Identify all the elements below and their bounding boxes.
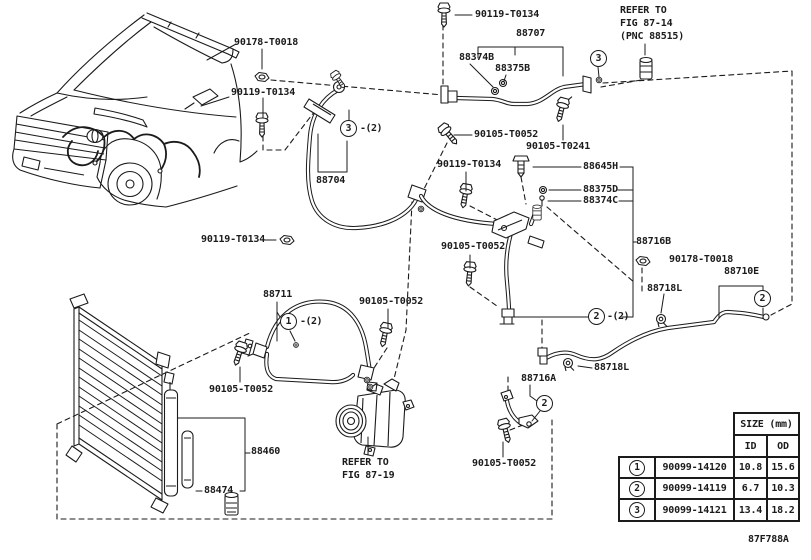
- part-label[interactable]: 88716B: [636, 236, 671, 247]
- nut-icon: [279, 234, 295, 246]
- junction-and-liquid-line: [491, 204, 545, 325]
- callout-circle: 3: [340, 120, 357, 137]
- callout-circle: 3: [629, 502, 645, 518]
- size-table-col-id: ID: [733, 434, 768, 458]
- drier-88474: [181, 430, 239, 516]
- pipe-88716A: [500, 389, 539, 429]
- size-table-row-part[interactable]: 90099-14119: [654, 477, 735, 500]
- part-label[interactable]: 88710E: [724, 266, 759, 277]
- part-label[interactable]: 88460: [251, 446, 281, 457]
- part-label[interactable]: 88374C: [583, 195, 618, 206]
- pipe-88707: [440, 75, 592, 107]
- pipe-clamp-icon: [562, 357, 575, 372]
- o-ring-icon: [498, 78, 508, 88]
- size-table-row-id: 13.4: [733, 498, 768, 522]
- o-ring-icon: [490, 86, 500, 96]
- part-label[interactable]: 90178-T0018: [669, 254, 734, 265]
- o-ring-icon: [293, 342, 299, 348]
- pin-88374C-icon: [539, 195, 545, 207]
- size-table-col-od: OD: [766, 434, 800, 458]
- bolt-icon: [456, 182, 474, 210]
- callout-circle: 2: [536, 395, 553, 412]
- part-label[interactable]: 90119-T0134: [201, 234, 266, 245]
- size-table-title: SIZE (mm): [733, 412, 800, 436]
- bolt-icon: [551, 96, 571, 124]
- callout-circle: 2: [754, 290, 771, 307]
- size-table-row-id: 6.7: [733, 477, 768, 500]
- pipe-clamp-icon: [655, 313, 668, 328]
- size-table-row-id: 10.8: [733, 456, 768, 479]
- callout-suffix: -(2): [607, 311, 630, 322]
- callout-circle: 2: [588, 308, 605, 325]
- part-label[interactable]: 88716A: [521, 373, 556, 384]
- figure-code: 87F788A: [748, 534, 789, 545]
- part-label[interactable]: 90178-T0018: [234, 37, 299, 48]
- callout-circle: 1: [629, 459, 645, 476]
- callout-circle: 1: [280, 313, 297, 330]
- part-label[interactable]: 90119-T0134: [475, 9, 540, 20]
- bolt-icon: [437, 2, 451, 28]
- size-table-row-num[interactable]: 1: [618, 456, 656, 479]
- size-table-row-od: 18.2: [766, 498, 800, 522]
- size-table-row-num[interactable]: 2: [618, 477, 656, 500]
- bolt-icon: [375, 321, 394, 349]
- condenser-88460: [65, 293, 179, 514]
- part-label[interactable]: 90105-T0052: [441, 241, 506, 252]
- pressure-switch-icon: [512, 155, 530, 178]
- nut-icon: [254, 71, 270, 83]
- part-label[interactable]: 88375B: [495, 63, 530, 74]
- size-table-row-od: 10.3: [766, 477, 800, 500]
- part-label[interactable]: 90119-T0134: [231, 87, 296, 98]
- part-label[interactable]: 88474: [204, 485, 234, 496]
- part-label[interactable]: 88375D: [583, 184, 618, 195]
- hose-88711: [241, 299, 375, 385]
- bolt-icon: [255, 112, 269, 138]
- o-ring-icon: [417, 205, 425, 213]
- part-label[interactable]: 88374B: [459, 52, 494, 63]
- part-label[interactable]: 90105-T0052: [472, 458, 537, 469]
- part-label[interactable]: 88711: [263, 289, 293, 300]
- dashed-reference-lines: [56, 24, 793, 520]
- o-ring-icon: [363, 376, 371, 384]
- part-label[interactable]: 88707: [516, 28, 546, 39]
- compressor: [335, 378, 415, 457]
- size-table-row-od: 15.6: [766, 456, 800, 479]
- part-label[interactable]: 90105-T0052: [474, 129, 539, 140]
- part-label[interactable]: 90105-T0052: [359, 296, 424, 307]
- part-label[interactable]: 90105-T0241: [526, 141, 591, 152]
- part-label[interactable]: 88718L: [647, 283, 682, 294]
- charge-valve-icon: [532, 204, 542, 221]
- refer-note-fig87-14: REFER TO FIG 87-14 (PNC 88515): [620, 5, 685, 42]
- charge-valve-icon: [639, 56, 653, 80]
- size-table-row-part[interactable]: 90099-14120: [654, 456, 735, 479]
- part-label[interactable]: 90119-T0134: [437, 159, 502, 170]
- part-label[interactable]: 90105-T0052: [209, 384, 274, 395]
- refer-note-fig87-19: REFER TO FIG 87-19: [342, 457, 395, 481]
- leader-lines: [177, 14, 764, 492]
- callout-circle: 3: [590, 50, 607, 67]
- callout-suffix: -(2): [300, 316, 323, 327]
- hose-88704: [303, 80, 427, 231]
- o-ring-icon: [538, 185, 548, 195]
- nut-icon: [635, 255, 651, 267]
- pipe-88704-to-junction: [418, 193, 500, 227]
- pipe-88716B-88710E: [537, 309, 770, 365]
- vehicle-sketch: [12, 12, 258, 208]
- part-label[interactable]: 88645H: [583, 161, 618, 172]
- bolt-icon: [461, 260, 478, 288]
- o-ring-icon: [366, 383, 374, 391]
- hardware: [229, 2, 668, 445]
- part-label[interactable]: 88704: [316, 175, 346, 186]
- size-table-row-part[interactable]: 90099-14121: [654, 498, 735, 522]
- bolt-icon: [496, 417, 516, 445]
- o-ring-icon: [595, 76, 603, 84]
- callout-suffix: -(2): [360, 123, 383, 134]
- callout-circle: 2: [629, 480, 645, 497]
- part-label[interactable]: 88718L: [594, 362, 629, 373]
- size-table-row-num[interactable]: 3: [618, 498, 656, 522]
